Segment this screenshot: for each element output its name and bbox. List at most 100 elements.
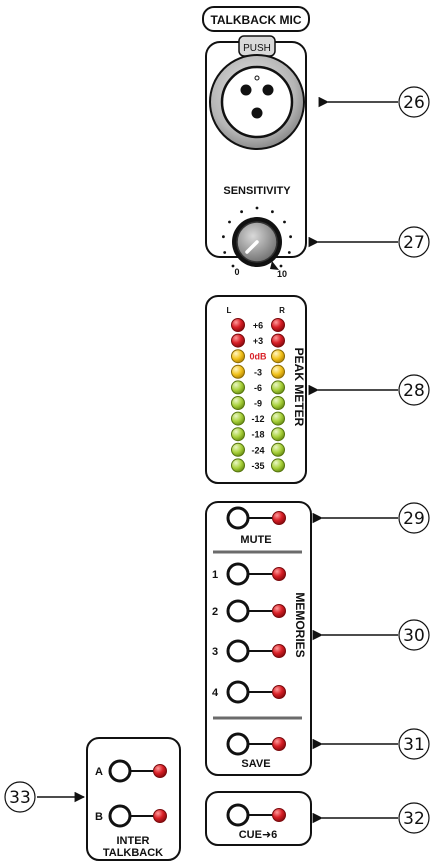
save-button[interactable] bbox=[226, 732, 286, 756]
callout-31-number: 31 bbox=[403, 735, 425, 755]
knob-scale-dots bbox=[222, 206, 292, 268]
save-label: SAVE bbox=[241, 758, 270, 770]
meter-led-left bbox=[231, 318, 245, 332]
inter-talkback-b-button[interactable] bbox=[108, 804, 167, 828]
sensitivity-label: SENSITIVITY bbox=[223, 185, 291, 197]
meter-level-label: -3 bbox=[254, 367, 262, 377]
meter-row: -9 bbox=[231, 396, 285, 410]
meter-led-right bbox=[271, 349, 285, 364]
meter-led-left bbox=[231, 458, 245, 473]
meter-row: -35 bbox=[231, 458, 285, 473]
meter-led-right bbox=[271, 458, 285, 473]
knob-scale-dot bbox=[279, 264, 283, 268]
knob-scale-dot bbox=[228, 220, 231, 224]
save-led bbox=[272, 737, 286, 751]
mute-label: MUTE bbox=[240, 534, 271, 546]
inter-talkback-a-label: A bbox=[95, 766, 103, 778]
a-switch[interactable] bbox=[108, 759, 132, 783]
memory-switch[interactable] bbox=[226, 562, 250, 586]
sensitivity-knob[interactable]: 0 10 bbox=[222, 206, 292, 279]
meter-row: -24 bbox=[231, 442, 285, 457]
meter-level-label: -12 bbox=[251, 414, 264, 424]
meter-led-right bbox=[271, 318, 285, 332]
meter-led-left bbox=[231, 364, 245, 379]
callout-26-number: 26 bbox=[403, 93, 425, 113]
callouts: 26 27 28 29 30 31 32 bbox=[4, 86, 430, 834]
callout-26: 26 bbox=[318, 86, 430, 118]
knob-scale-dot bbox=[223, 251, 227, 254]
knob-scale-dot bbox=[240, 210, 244, 214]
meter-level-label: +6 bbox=[253, 321, 263, 331]
knob-scale-dot bbox=[271, 210, 274, 214]
meter-led-left bbox=[231, 380, 245, 395]
meter-row: 0dB bbox=[231, 349, 285, 364]
inter-talkback-title-line2: TALKBACK bbox=[103, 847, 163, 859]
knob-scale-dot bbox=[222, 235, 225, 239]
inter-talkback-a-button[interactable] bbox=[108, 759, 167, 783]
a-led bbox=[153, 764, 167, 778]
memory-switch[interactable] bbox=[226, 599, 250, 623]
right-channel-label: R bbox=[279, 306, 285, 315]
talkback-mic-section: TALKBACK MIC PUSH SENSITIVITY 0 10 bbox=[202, 6, 310, 279]
callout-29-number: 29 bbox=[403, 509, 425, 529]
xlr-pin-1 bbox=[240, 84, 252, 96]
memory-3-button[interactable]: 3 bbox=[212, 639, 286, 663]
callout-28-number: 28 bbox=[403, 381, 425, 401]
meter-row: -18 bbox=[231, 427, 285, 442]
meter-level-label: +3 bbox=[253, 336, 263, 346]
meter-led-left bbox=[231, 411, 245, 426]
callout-33-circle bbox=[4, 781, 36, 813]
mute-switch[interactable] bbox=[226, 506, 250, 530]
callout-32-circle bbox=[398, 802, 430, 834]
peak-meter-title: PEAK METER bbox=[292, 348, 306, 427]
meter-level-label: -24 bbox=[251, 445, 264, 455]
memory-2-button[interactable]: 2 bbox=[212, 599, 286, 623]
callout-28-circle bbox=[398, 374, 430, 406]
memory-4-button[interactable]: 4 bbox=[212, 680, 286, 704]
callout-30-circle bbox=[398, 619, 430, 651]
callout-27-circle bbox=[398, 226, 430, 258]
meter-led-right bbox=[271, 396, 285, 410]
knob-scale-dot bbox=[287, 251, 291, 254]
callout-31-circle bbox=[398, 728, 430, 760]
memory-led bbox=[272, 685, 286, 699]
meter-led-left bbox=[231, 442, 245, 457]
xlr-pin-3 bbox=[251, 107, 263, 119]
save-switch[interactable] bbox=[226, 732, 250, 756]
meter-level-label: -35 bbox=[251, 461, 264, 471]
b-switch[interactable] bbox=[108, 804, 132, 828]
meter-led-right bbox=[271, 380, 285, 395]
callout-30-number: 30 bbox=[403, 626, 425, 646]
talkback-mic-title: TALKBACK MIC bbox=[210, 13, 301, 27]
meter-led-right bbox=[271, 364, 285, 379]
meter-led-right bbox=[271, 411, 285, 426]
callout-32: 32 bbox=[312, 802, 430, 834]
cue-button[interactable] bbox=[226, 803, 286, 827]
callout-27: 27 bbox=[308, 226, 430, 258]
memory-1-button[interactable]: 1 bbox=[212, 562, 286, 586]
left-channel-label: L bbox=[227, 306, 232, 315]
memory-switch[interactable] bbox=[226, 639, 250, 663]
meter-level-label: 0dB bbox=[249, 352, 267, 362]
cue-led bbox=[272, 808, 286, 822]
meter-level-label: -6 bbox=[254, 383, 262, 393]
xlr-key-dot bbox=[254, 75, 260, 81]
knob-min-label: 0 bbox=[234, 267, 239, 277]
memory-switch[interactable] bbox=[226, 680, 250, 704]
cue-switch[interactable] bbox=[226, 803, 250, 827]
xlr-connector[interactable]: PUSH bbox=[209, 35, 305, 150]
callout-32-number: 32 bbox=[403, 809, 425, 829]
memory-led bbox=[272, 567, 286, 581]
inter-talkback-section: A B INTER TALKBACK bbox=[86, 737, 181, 861]
callout-28: 28 bbox=[308, 374, 430, 406]
meter-row: -12 bbox=[231, 411, 285, 426]
knob-scale-dot bbox=[289, 235, 292, 239]
meter-row: -3 bbox=[231, 364, 285, 379]
meter-led-right bbox=[271, 427, 285, 442]
knob-scale-dot bbox=[283, 220, 286, 224]
callout-27-number: 27 bbox=[403, 233, 425, 253]
memory-number-label: 3 bbox=[212, 646, 218, 658]
mute-button[interactable] bbox=[226, 506, 286, 530]
